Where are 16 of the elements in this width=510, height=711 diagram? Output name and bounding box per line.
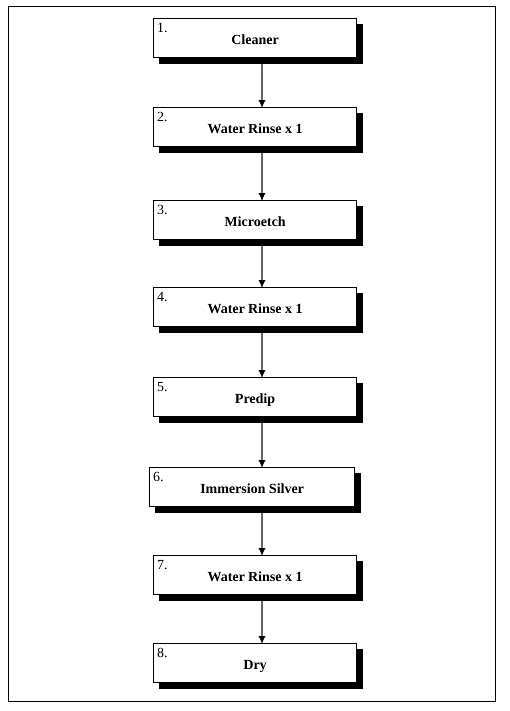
step-number: 1. [157,21,168,37]
step-label: Dry [242,658,268,674]
step-label: Cleaner [230,33,280,50]
step-number: 6. [153,470,164,486]
step-label: Water Rinse x 1 [206,570,304,586]
step-label: Microetch [223,215,287,232]
step-number: 2. [157,110,168,126]
step-label: Immersion Silver [199,482,305,498]
step-number: 5. [157,380,168,396]
step-number: 8. [157,646,168,662]
step-label: Water Rinse x 1 [206,122,304,138]
step-label: Predip [234,392,276,408]
step-number: 3. [157,203,168,219]
step-number: 7. [157,558,168,574]
step-label: Water Rinse x 1 [206,302,304,318]
step-number: 4. [157,290,168,306]
